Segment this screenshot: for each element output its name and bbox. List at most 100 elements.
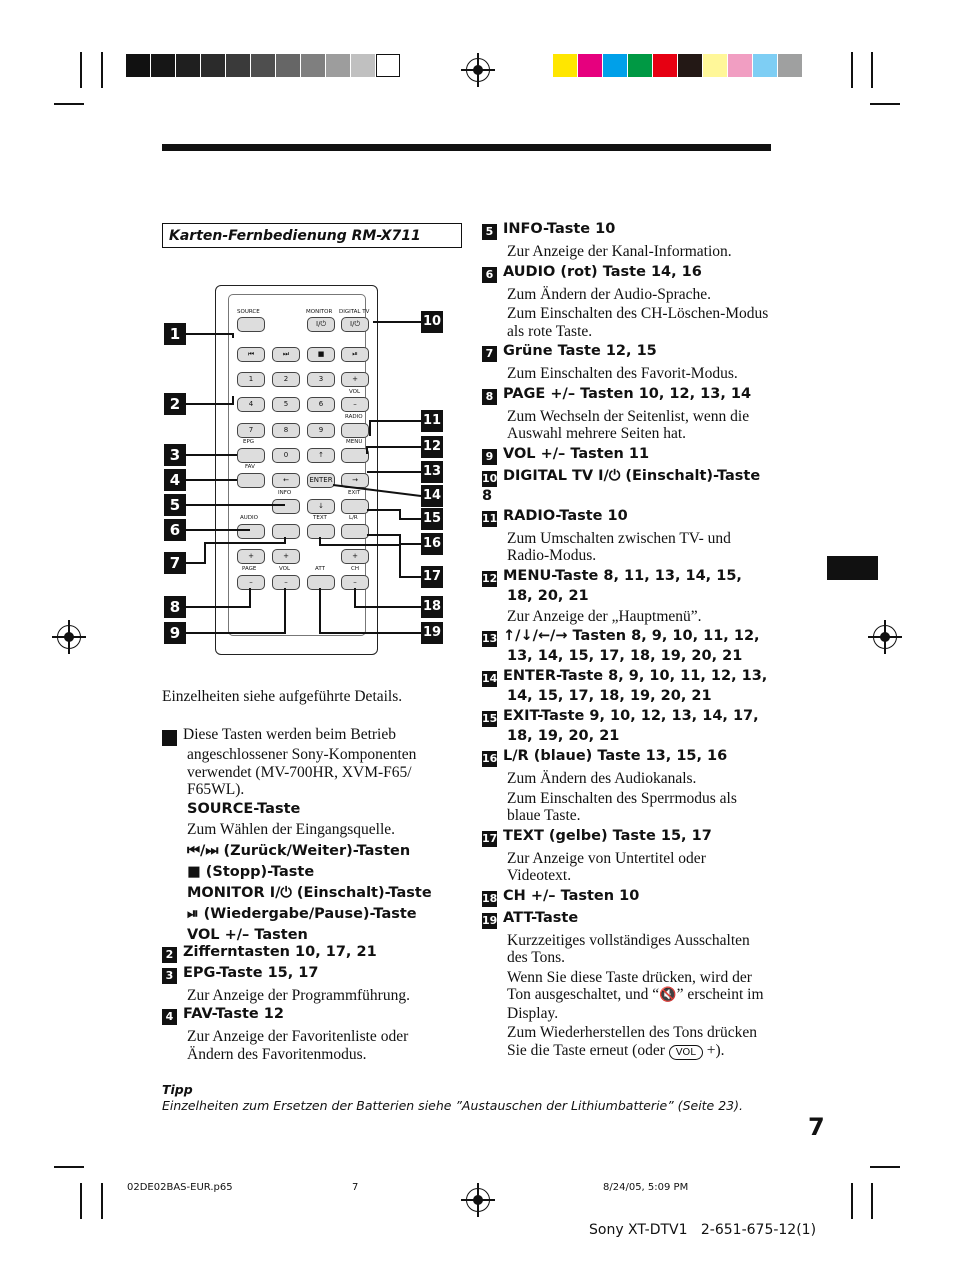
section-title: Karten-Fernbedienung RM-X711 [162, 223, 462, 248]
audio-red-button[interactable] [237, 524, 265, 539]
item-head: TEXT (gelbe) Taste 15, 17 [503, 827, 712, 844]
page-plus-button[interactable]: + [237, 549, 265, 564]
source-button[interactable] [237, 317, 265, 332]
color-swatch [553, 54, 577, 77]
radio-button[interactable] [341, 423, 369, 438]
label-vol2: VOL [279, 566, 291, 572]
footer-file: 02DE02BAS-EUR.p65 [127, 1182, 233, 1193]
sub-source-desc: Zum Wählen der Eingangsquelle. [187, 821, 396, 838]
key-0[interactable]: 0 [272, 448, 300, 463]
color-swatch [778, 54, 802, 77]
label-monitor: MONITOR [306, 309, 333, 315]
item-number: 18 [482, 890, 498, 907]
callout-line [186, 588, 286, 634]
gray-swatch [176, 54, 200, 77]
callout-line [319, 588, 421, 634]
key-1[interactable]: 1 [237, 372, 265, 387]
item-desc: Zum Ändern der Audio-Sprache. [507, 285, 712, 303]
item-number: 1 [153, 730, 177, 746]
label-info: INFO [278, 490, 292, 496]
key-4[interactable]: 4 [237, 397, 265, 412]
up-button[interactable]: ↑ [307, 448, 335, 463]
footer-page: 7 [352, 1182, 359, 1193]
vol2-plus-button[interactable]: + [272, 549, 300, 564]
sub-stop: ■ (Stopp)-Taste [187, 864, 315, 880]
key-7[interactable]: 7 [237, 423, 265, 438]
callout-12: 12 [421, 436, 443, 458]
key-8[interactable]: 8 [272, 423, 300, 438]
item-number: 14 [482, 671, 498, 687]
item-head: DIGITAL TV I/⏻ (Einschalt)-Taste 8 [482, 467, 761, 504]
vol-minus-button[interactable]: – [341, 397, 369, 412]
gray-swatch [201, 54, 225, 77]
digital-tv-power-button[interactable]: I/⏻ [341, 317, 369, 332]
item-number: 19 [482, 912, 498, 929]
item-desc: Zur Anzeige von Untertitel oder Videotex… [507, 849, 706, 885]
left-button[interactable]: ← [272, 473, 300, 488]
label-page: PAGE [242, 566, 257, 572]
item-number: 17 [482, 830, 498, 847]
epg-button[interactable] [237, 448, 265, 463]
item-1-sub: SOURCE-Taste Zum Wählen der Eingangsquel… [187, 800, 467, 944]
registration-mark-icon [52, 620, 86, 654]
item-number: 15 [482, 711, 498, 727]
key-3[interactable]: 3 [307, 372, 335, 387]
item-number: 5 [482, 224, 497, 240]
label-exit: EXIT [348, 490, 361, 496]
callout-line [367, 534, 421, 545]
item-head: INFO-Taste 10 [503, 221, 616, 237]
play-pause-button[interactable]: ⏯ [341, 347, 369, 362]
prev-button[interactable]: ⏮ [237, 347, 265, 362]
menu-button[interactable] [341, 448, 369, 463]
monitor-power-button[interactable]: I/⏻ [307, 317, 335, 332]
key-2[interactable]: 2 [272, 372, 300, 387]
vol-button-icon: VOL [668, 1044, 703, 1060]
item-number: 6 [482, 266, 497, 283]
item-number: 3 [162, 968, 177, 984]
key-6[interactable]: 6 [307, 397, 335, 412]
callout-line [186, 333, 234, 338]
intro-text: Einzelheiten siehe aufgeführte Details. [162, 688, 403, 705]
gray-swatch [226, 54, 250, 77]
color-swatch [603, 54, 627, 77]
crop-mark [54, 103, 84, 105]
exit-button[interactable] [341, 499, 369, 514]
callout-2: 2 [164, 393, 186, 415]
item-head: RADIO-Taste 10 [503, 507, 628, 524]
key-9[interactable]: 9 [307, 423, 335, 438]
chapter-tab [827, 556, 878, 580]
vol-plus-button[interactable]: + [341, 372, 369, 387]
item-desc-2: Zum Einschalten des Sperrmodus als blaue… [507, 789, 737, 825]
gray-swatch [376, 54, 400, 77]
label-radio: RADIO [345, 414, 363, 420]
item-head: L/R (blaue) Taste 13, 15, 16 [503, 748, 728, 764]
header-rule [162, 144, 771, 151]
ch-minus-button[interactable]: – [341, 575, 369, 590]
callout-line [367, 509, 421, 520]
label-fav: FAV [245, 464, 255, 470]
fav-button[interactable] [237, 473, 265, 488]
item-desc: Zur Anzeige der Kanal-Information. [507, 243, 732, 260]
item-head: EXIT-Taste 9, 10, 12, 13, 14, 17, 18, 19… [503, 708, 759, 744]
crop-mark [871, 1183, 873, 1219]
key-5[interactable]: 5 [272, 397, 300, 412]
crop-mark [101, 52, 103, 88]
lr-blue-button[interactable] [341, 524, 369, 539]
enter-button[interactable]: ENTER [307, 473, 335, 488]
ch-plus-button[interactable]: + [341, 549, 369, 564]
info-button[interactable] [272, 499, 300, 514]
item-number: 8 [482, 388, 497, 405]
stop-button[interactable]: ■ [307, 347, 335, 362]
item-15: 15 EXIT-Taste 9, 10, 12, 13, 14, 17, 18, … [482, 707, 772, 745]
color-swatch [628, 54, 652, 77]
down-button[interactable]: ↓ [307, 499, 335, 514]
next-button[interactable]: ⏭ [272, 347, 300, 362]
registration-mark-icon [461, 53, 495, 87]
crop-mark [851, 1183, 853, 1219]
item-head: Zifferntasten 10, 17, 21 [183, 944, 377, 960]
